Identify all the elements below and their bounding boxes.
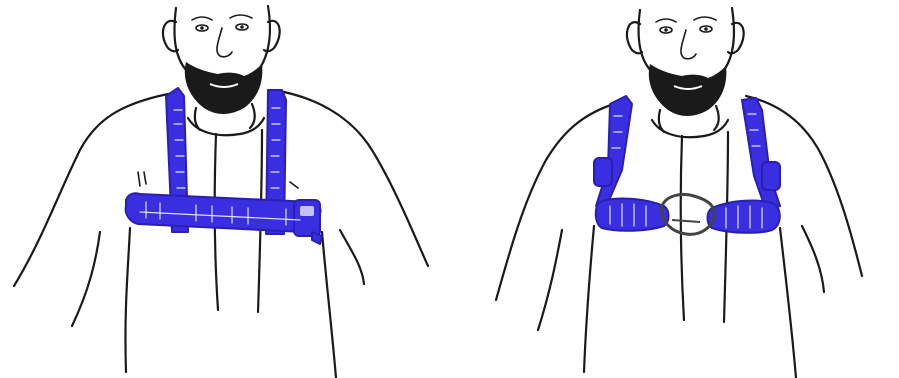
right-shoulder-line	[284, 92, 428, 266]
right-ear	[264, 21, 280, 52]
head-right-outline	[260, 6, 270, 68]
right-shoulder-strap	[742, 98, 780, 210]
head-left-outline	[174, 8, 186, 70]
left-shoulder-strap	[596, 96, 632, 212]
right-adjuster-icon	[762, 162, 780, 190]
left-adjuster-icon	[594, 158, 612, 186]
nose	[217, 28, 232, 57]
person-with-chest-harness-carabiner-icon	[450, 0, 899, 378]
buckle-icon	[294, 200, 320, 236]
harness-buckle-illustration	[0, 0, 450, 378]
right-ear	[728, 23, 744, 54]
person-with-chest-harness-buckle-icon	[0, 0, 450, 378]
carabiner-icon	[662, 194, 715, 234]
left-shoulder-line	[14, 94, 168, 286]
right-arm-line	[322, 232, 336, 378]
left-arm-line	[125, 228, 130, 372]
chest-strap-left-loop	[596, 199, 669, 231]
chest-strap-right-loop	[708, 201, 780, 233]
harness-carabiner-illustration	[450, 0, 899, 378]
